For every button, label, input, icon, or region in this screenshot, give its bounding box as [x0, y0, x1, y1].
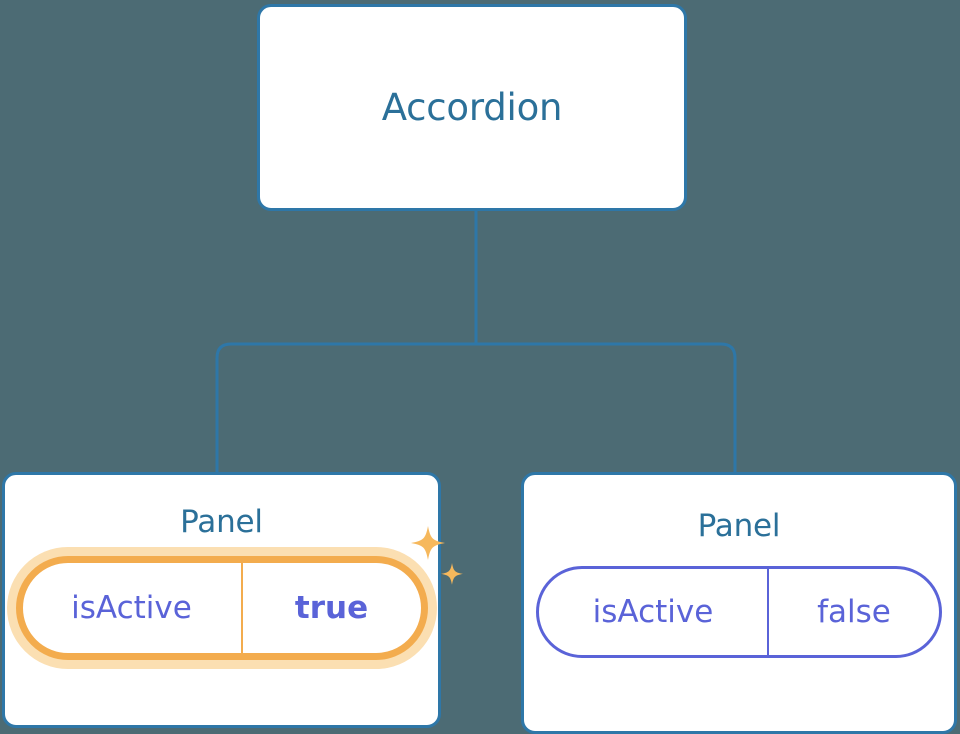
- node-title-accordion: Accordion: [381, 86, 563, 129]
- sparkle-icon: [410, 526, 445, 560]
- prop-name-right: isActive: [592, 593, 714, 630]
- prop-pill-is-active-false[interactable]: isActive false: [536, 566, 942, 658]
- prop-name-left: isActive: [71, 589, 192, 626]
- node-panel-left[interactable]: Panel isActive true: [2, 472, 463, 728]
- node-title-panel-left: Panel: [180, 504, 263, 540]
- prop-value-right: false: [767, 569, 939, 655]
- prop-pill-is-active-true[interactable]: isActive true: [15, 556, 428, 660]
- node-title-panel-right: Panel: [697, 508, 781, 544]
- prop-pill-left-wrapper: isActive true: [15, 526, 463, 660]
- prop-value-left: true: [240, 563, 421, 653]
- node-accordion[interactable]: Accordion: [257, 4, 687, 211]
- connector-branch-right: [476, 342, 737, 474]
- prop-pill-right-wrapper: isActive false: [536, 566, 942, 658]
- connector-branch-left: [215, 342, 476, 474]
- node-panel-right[interactable]: Panel isActive false: [521, 472, 957, 734]
